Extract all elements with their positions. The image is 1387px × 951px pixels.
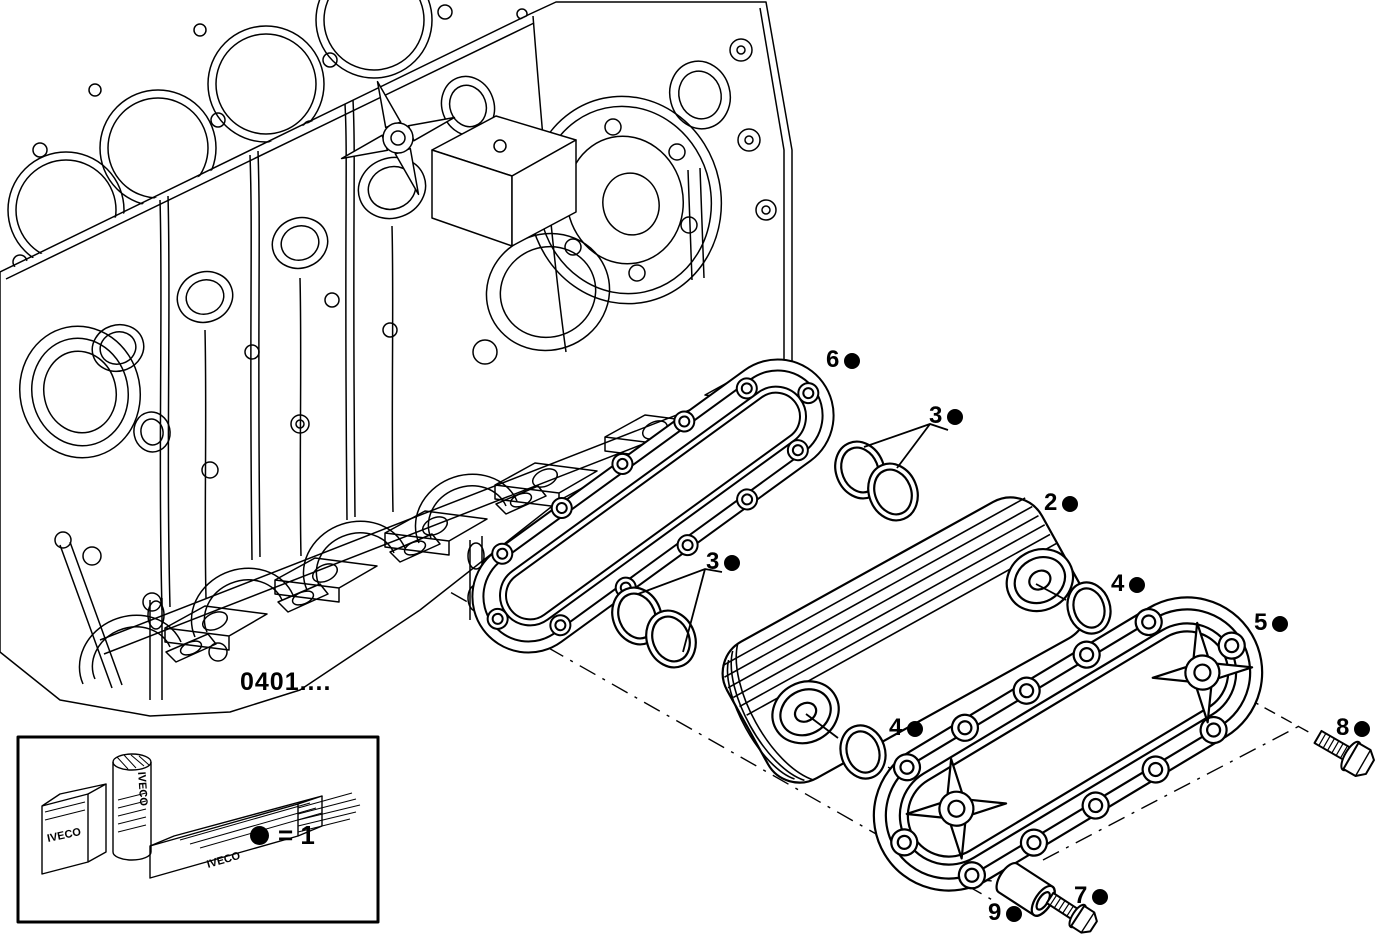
- oring-pair-3-upper: [834, 440, 919, 522]
- callout-2: 2: [1044, 489, 1079, 516]
- iveco-parts-packaging: [41, 753, 361, 879]
- callout-7: 7: [1074, 882, 1109, 909]
- cover-bolt-boss: [890, 607, 1246, 890]
- oring-pair-3-lower: [611, 586, 697, 669]
- callout-dot: [947, 409, 964, 425]
- callout-number: 3: [929, 402, 943, 429]
- cover-part-5: [872, 596, 1264, 892]
- callout-number: 3: [706, 548, 720, 575]
- engine-block-drawing: [0, 0, 793, 717]
- callout-dot: [1092, 889, 1109, 905]
- callout-dot: [1354, 721, 1371, 737]
- callout-number: 4: [1111, 570, 1125, 597]
- oil-cooler-part-2: [721, 496, 1089, 784]
- callout-3: 3: [929, 402, 964, 429]
- callout-dot: [844, 353, 861, 369]
- legend-equation-text: = 1: [278, 820, 315, 850]
- bolt-part-7: [1045, 891, 1098, 934]
- callout-5: 5: [1254, 609, 1289, 636]
- callout-3: 3: [706, 548, 741, 575]
- legend-dot-symbol: [250, 826, 269, 845]
- oring-4-upper: [1066, 581, 1112, 635]
- oring-4-lower: [839, 724, 887, 780]
- callout-6: 6: [826, 346, 861, 373]
- callout-dot: [1129, 577, 1146, 593]
- gasket-part-6: [471, 358, 835, 654]
- callout-dot: [1006, 906, 1023, 922]
- callout-dot: [1062, 496, 1079, 512]
- legend-box: IVECO IVECO IVECO: [16, 735, 380, 924]
- callout-dot: [724, 555, 741, 571]
- block-openings: [18, 156, 427, 479]
- cover-spinner: [905, 621, 1254, 860]
- callout-number: 4: [889, 714, 903, 741]
- block-cuboid-boss: [431, 115, 577, 247]
- callout-number: 6: [826, 346, 840, 373]
- callout-8: 8: [1336, 714, 1371, 741]
- callout-dot: [907, 721, 924, 737]
- callout-number: 2: [1044, 489, 1058, 516]
- callout-number: 8: [1336, 714, 1350, 741]
- bearing-arches: [78, 473, 547, 685]
- brand-text-tube: IVECO: [135, 771, 149, 806]
- callout-number: 9: [988, 899, 1002, 926]
- figure-code-label: 0401....: [240, 668, 332, 696]
- leader-lines: [637, 423, 1067, 739]
- callout-number: 5: [1254, 609, 1268, 636]
- callout-4: 4: [889, 714, 924, 741]
- block-spinner-boss: [340, 80, 456, 196]
- callout-9: 9: [988, 899, 1023, 926]
- callout-4: 4: [1111, 570, 1146, 597]
- legend-equation: = 1: [250, 820, 315, 851]
- callout-dot: [1272, 616, 1289, 632]
- callout-number: 7: [1074, 882, 1088, 909]
- bolt-part-8: [1313, 729, 1375, 777]
